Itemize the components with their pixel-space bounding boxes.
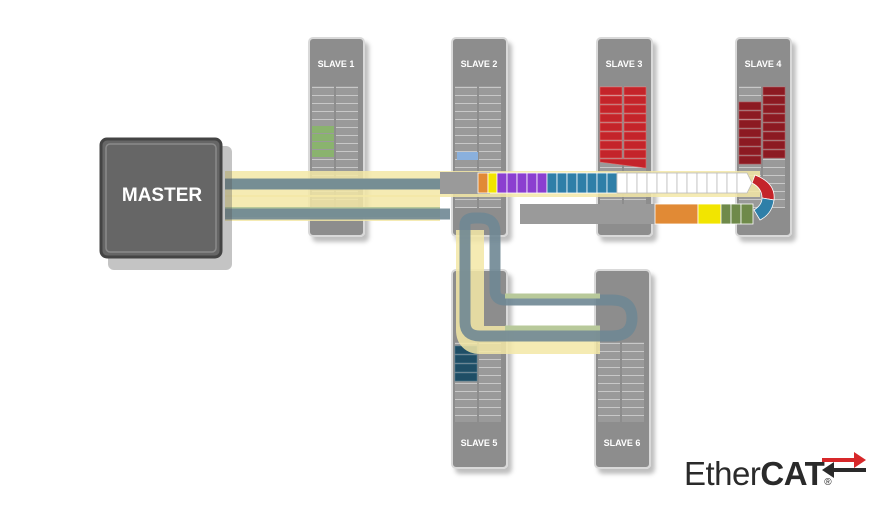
logo-registered-mark: ®: [824, 477, 832, 488]
master-device: MASTER: [99, 137, 232, 270]
slave-1-label: SLAVE 1: [318, 59, 355, 69]
slave-6-label: SLAVE 6: [604, 438, 641, 448]
slave-4-process-data: [738, 86, 786, 165]
slave-3-process-data: [599, 86, 647, 169]
master-label: MASTER: [122, 185, 203, 206]
slave-5-label: SLAVE 5: [461, 438, 498, 448]
logo-arrows-icon: [822, 452, 866, 478]
slave-4-label: SLAVE 4: [745, 59, 782, 69]
slave-1-process-data: [312, 126, 334, 157]
ethercat-frame: [477, 172, 775, 225]
logo-ether-text: Ether: [684, 455, 761, 492]
logo-cat-text: CAT: [760, 455, 825, 492]
slave-2-label: SLAVE 2: [461, 59, 498, 69]
slave-2: SLAVE 2: [451, 37, 508, 237]
slave-2-process-data: [457, 152, 478, 160]
slave-3-label: SLAVE 3: [606, 59, 643, 69]
